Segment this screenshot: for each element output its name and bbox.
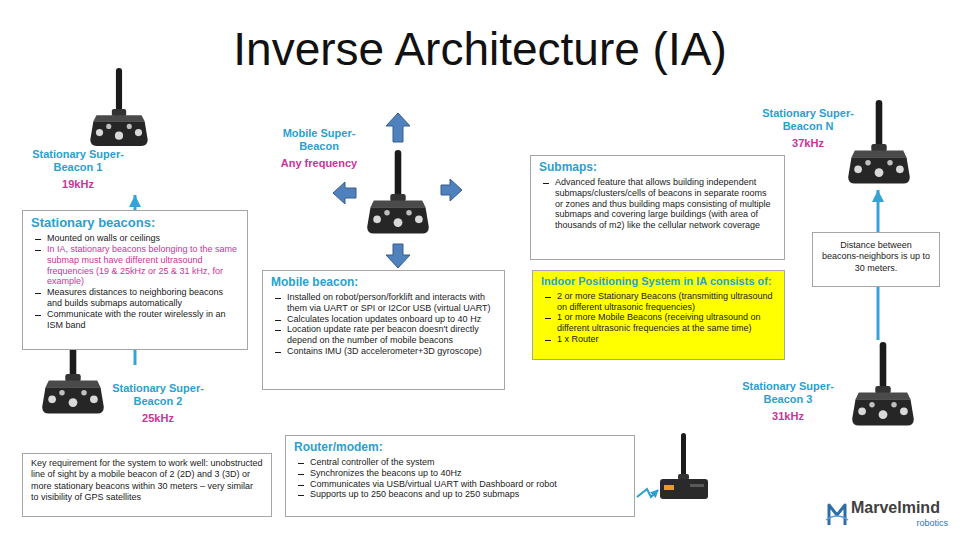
beacon-node: Mobile Super-BeaconAny frequency — [274, 115, 438, 240]
box-heading: Mobile beacon: — [271, 275, 496, 290]
bullet-text: 2 or more Stationary Beacons (transmitti… — [541, 291, 776, 313]
move-arrow — [441, 179, 462, 201]
note-text: Distance between beacons-neighbors is up… — [821, 240, 931, 274]
beacon-name: Stationary Super-Beacon 3 — [736, 380, 840, 406]
move-arrow — [333, 182, 356, 204]
beacon-label: Stationary Super-Beacon 3 31kHz — [736, 380, 840, 424]
move-arrow — [386, 244, 410, 268]
beacon-device — [848, 100, 910, 184]
beacon-name: Mobile Super-Beacon — [274, 127, 364, 153]
bullet-text: Installed on robot/person/forklift and i… — [271, 292, 496, 314]
bullet-text: Measures distances to neighboring beacon… — [31, 287, 239, 309]
bullet-text: Central controller of the system — [294, 457, 626, 468]
bullet-text: Contains IMU (3D accelerometer+3D gyrosc… — [271, 346, 496, 357]
box-heading: Stationary beacons: — [31, 215, 239, 231]
box-heading: Submaps: — [539, 160, 776, 175]
beacon-label: Stationary Super-Beacon 1 19kHz — [28, 148, 128, 192]
beacon-node: Stationary Super-Beacon 2 25kHz — [35, 365, 210, 445]
bullet-text: In IA, stationary beacons belonging to t… — [31, 244, 239, 287]
info-box: Mobile beacon: Installed on robot/person/… — [262, 270, 505, 390]
beacon-name: Stationary Super-Beacon N — [758, 107, 858, 133]
beacon-name: Stationary Super-Beacon 2 — [108, 382, 208, 408]
label-slot: Marvelmind — [851, 499, 940, 517]
frequency-label: 19kHz — [28, 178, 128, 191]
wireless-link — [637, 489, 658, 497]
logo-name: Marvelmind — [851, 499, 940, 517]
info-box: Router/modem: Central controller of the s… — [285, 435, 635, 517]
beacon-device — [90, 68, 147, 146]
bullet-text: Calculates location updates onboard up t… — [271, 314, 496, 325]
bullet-text: Synchronizes the beacons up to 40Hz — [294, 468, 626, 479]
beacon-label: Stationary Super-Beacon N 37kHz — [758, 107, 858, 151]
bullet-text: 1 x Router — [541, 334, 776, 345]
frequency-label: 25kHz — [108, 412, 208, 425]
box-heading: Indoor Positioning System in IA consists… — [541, 275, 776, 289]
bullet-text: Supports up to 250 beacons and up to 250… — [294, 489, 626, 500]
beacon-label: Mobile Super-BeaconAny frequency — [274, 127, 364, 171]
frequency-label: Any frequency — [274, 157, 364, 170]
beacon-device — [367, 150, 429, 234]
note-text: Key requirement for the system to work w… — [31, 458, 263, 503]
logo-icon — [826, 505, 848, 525]
beacon-device — [852, 342, 914, 426]
info-box: Stationary beacons: Mounted on walls or c… — [22, 210, 248, 350]
bullet-text: Location update rate per beacon doesn't … — [271, 324, 496, 346]
router-device — [660, 433, 708, 499]
bullet-text: Mounted on walls or ceilings — [31, 233, 239, 244]
label-slot: robotics — [916, 518, 948, 528]
beacon-node: Stationary Super-Beacon 1 19kHz — [28, 68, 155, 195]
move-arrow — [386, 113, 410, 142]
highlight-box: Indoor Positioning System in IA consists… — [532, 270, 785, 360]
box-heading: Router/modem: — [294, 440, 626, 455]
frequency-label: 31kHz — [736, 410, 840, 423]
bullet-text: Advanced feature that allows building in… — [539, 177, 776, 231]
requirement-box: Key requirement for the system to work w… — [22, 453, 272, 517]
distance-note: Distance between beacons-neighbors is up… — [812, 232, 940, 287]
bullet-text: 1 or more Mobile Beacons (receiving ultr… — [541, 312, 776, 334]
title-slot: Inverse Architecture (IA) — [0, 24, 960, 75]
beacon-name: Stationary Super-Beacon 1 — [28, 148, 128, 174]
beacon-label: Stationary Super-Beacon 2 25kHz — [108, 382, 208, 426]
bullet-text: Communicate with the router wirelessly i… — [31, 309, 239, 331]
slide-title: Inverse Architecture (IA) — [0, 24, 960, 75]
beacon-node: Stationary Super-Beacon 3 31kHz — [736, 340, 930, 435]
frequency-label: 37kHz — [758, 137, 858, 150]
beacon-node: Stationary Super-Beacon N 37kHz — [758, 95, 920, 190]
info-box: Submaps: Advanced feature that allows bui… — [530, 155, 785, 260]
bullet-text: Communicates via USB/virtual UART with D… — [294, 479, 626, 490]
logo-subtitle: robotics — [916, 518, 948, 528]
